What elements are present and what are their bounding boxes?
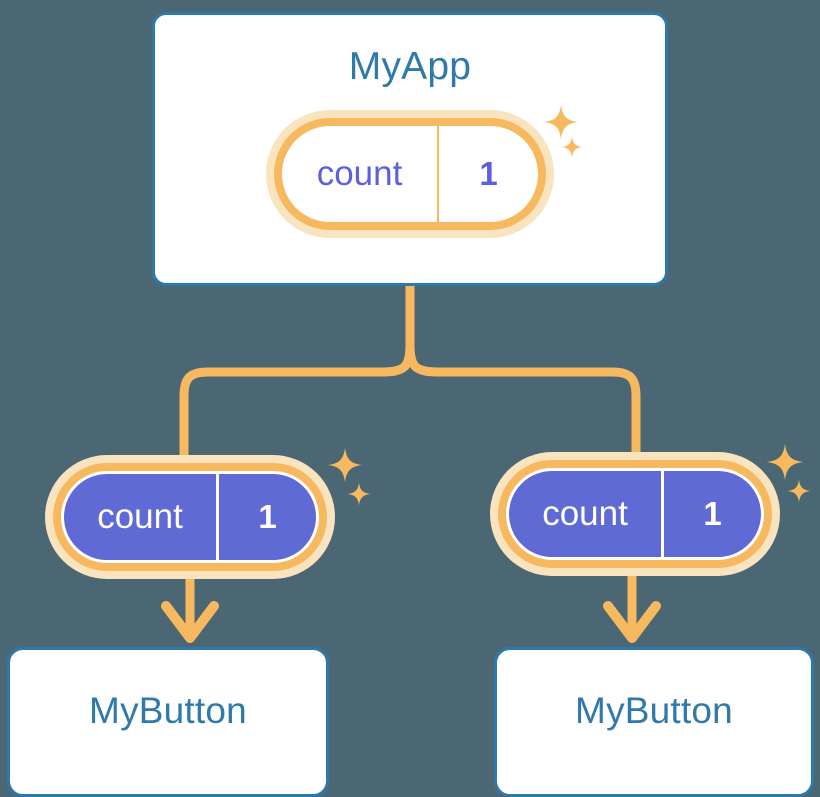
sparkle-icon [347, 482, 371, 506]
mybutton-card-title: MyButton [89, 690, 247, 731]
state-key-label: count [64, 474, 219, 560]
state-value-label: 1 [479, 155, 498, 192]
state-value-label: 1 [258, 498, 277, 535]
state-key-label: count [509, 471, 664, 557]
mybutton-card-left[interactable]: MyButton [7, 647, 329, 797]
mybutton-card-title: MyButton [575, 690, 733, 731]
state-pill-body: count 1 [282, 126, 538, 222]
down-arrow-icon-left [161, 570, 219, 643]
sparkle-icon [787, 479, 811, 503]
state-key-label: count [282, 126, 439, 222]
state-value-label: 1 [703, 495, 722, 532]
diagram-canvas: MyApp count 1 count 1 [7, 12, 814, 797]
tree-branch-connector [179, 281, 641, 460]
sparkle-icon [766, 443, 804, 481]
down-arrow-icon-right [603, 567, 661, 643]
myapp-card-title: MyApp [348, 45, 472, 88]
state-pill-body: count 1 [506, 468, 764, 560]
sparkle-icon [327, 447, 363, 483]
state-pill-body: count 1 [61, 471, 319, 563]
mybutton-card-right[interactable]: MyButton [494, 647, 814, 797]
state-pill-child-right[interactable]: count 1 [490, 452, 780, 576]
state-pill-root[interactable]: count 1 [266, 110, 554, 238]
state-pill-child-left[interactable]: count 1 [45, 455, 335, 579]
